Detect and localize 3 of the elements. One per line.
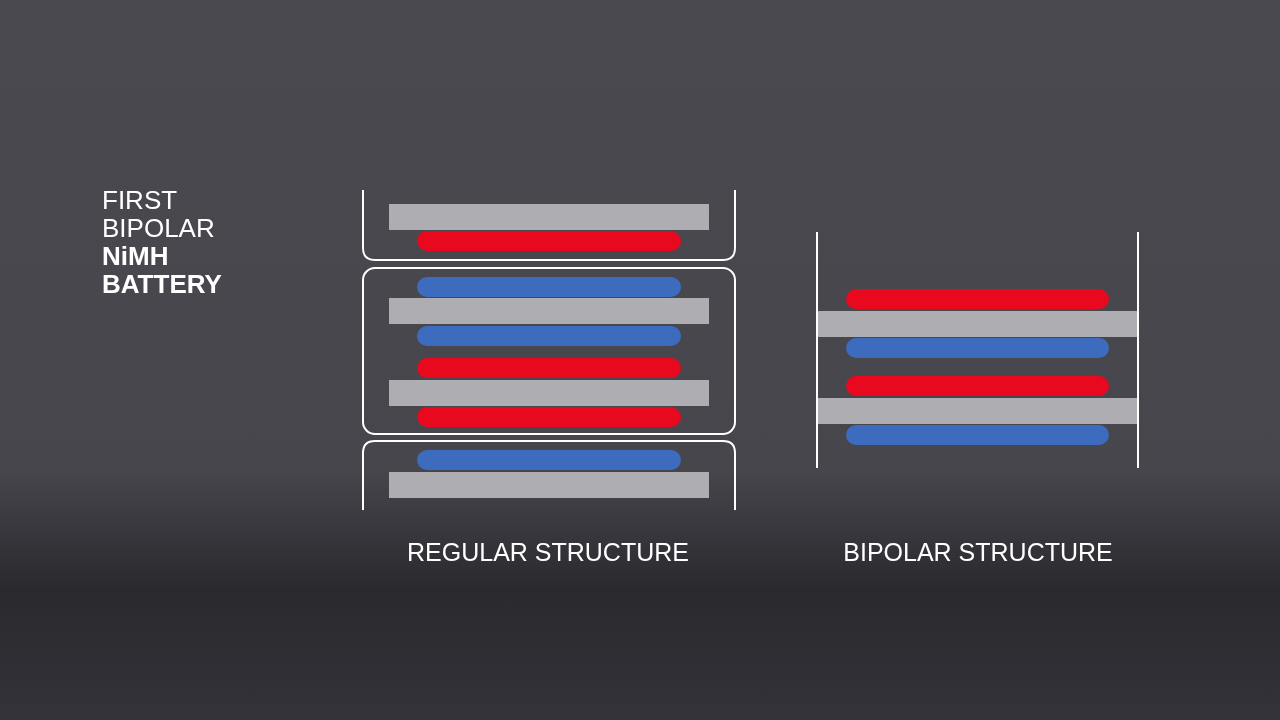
structure-caption: REGULAR STRUCTURE [407, 538, 689, 567]
structure-caption: BIPOLAR STRUCTURE [843, 538, 1113, 567]
title: FIRST BIPOLAR NiMH BATTERY [102, 186, 223, 298]
